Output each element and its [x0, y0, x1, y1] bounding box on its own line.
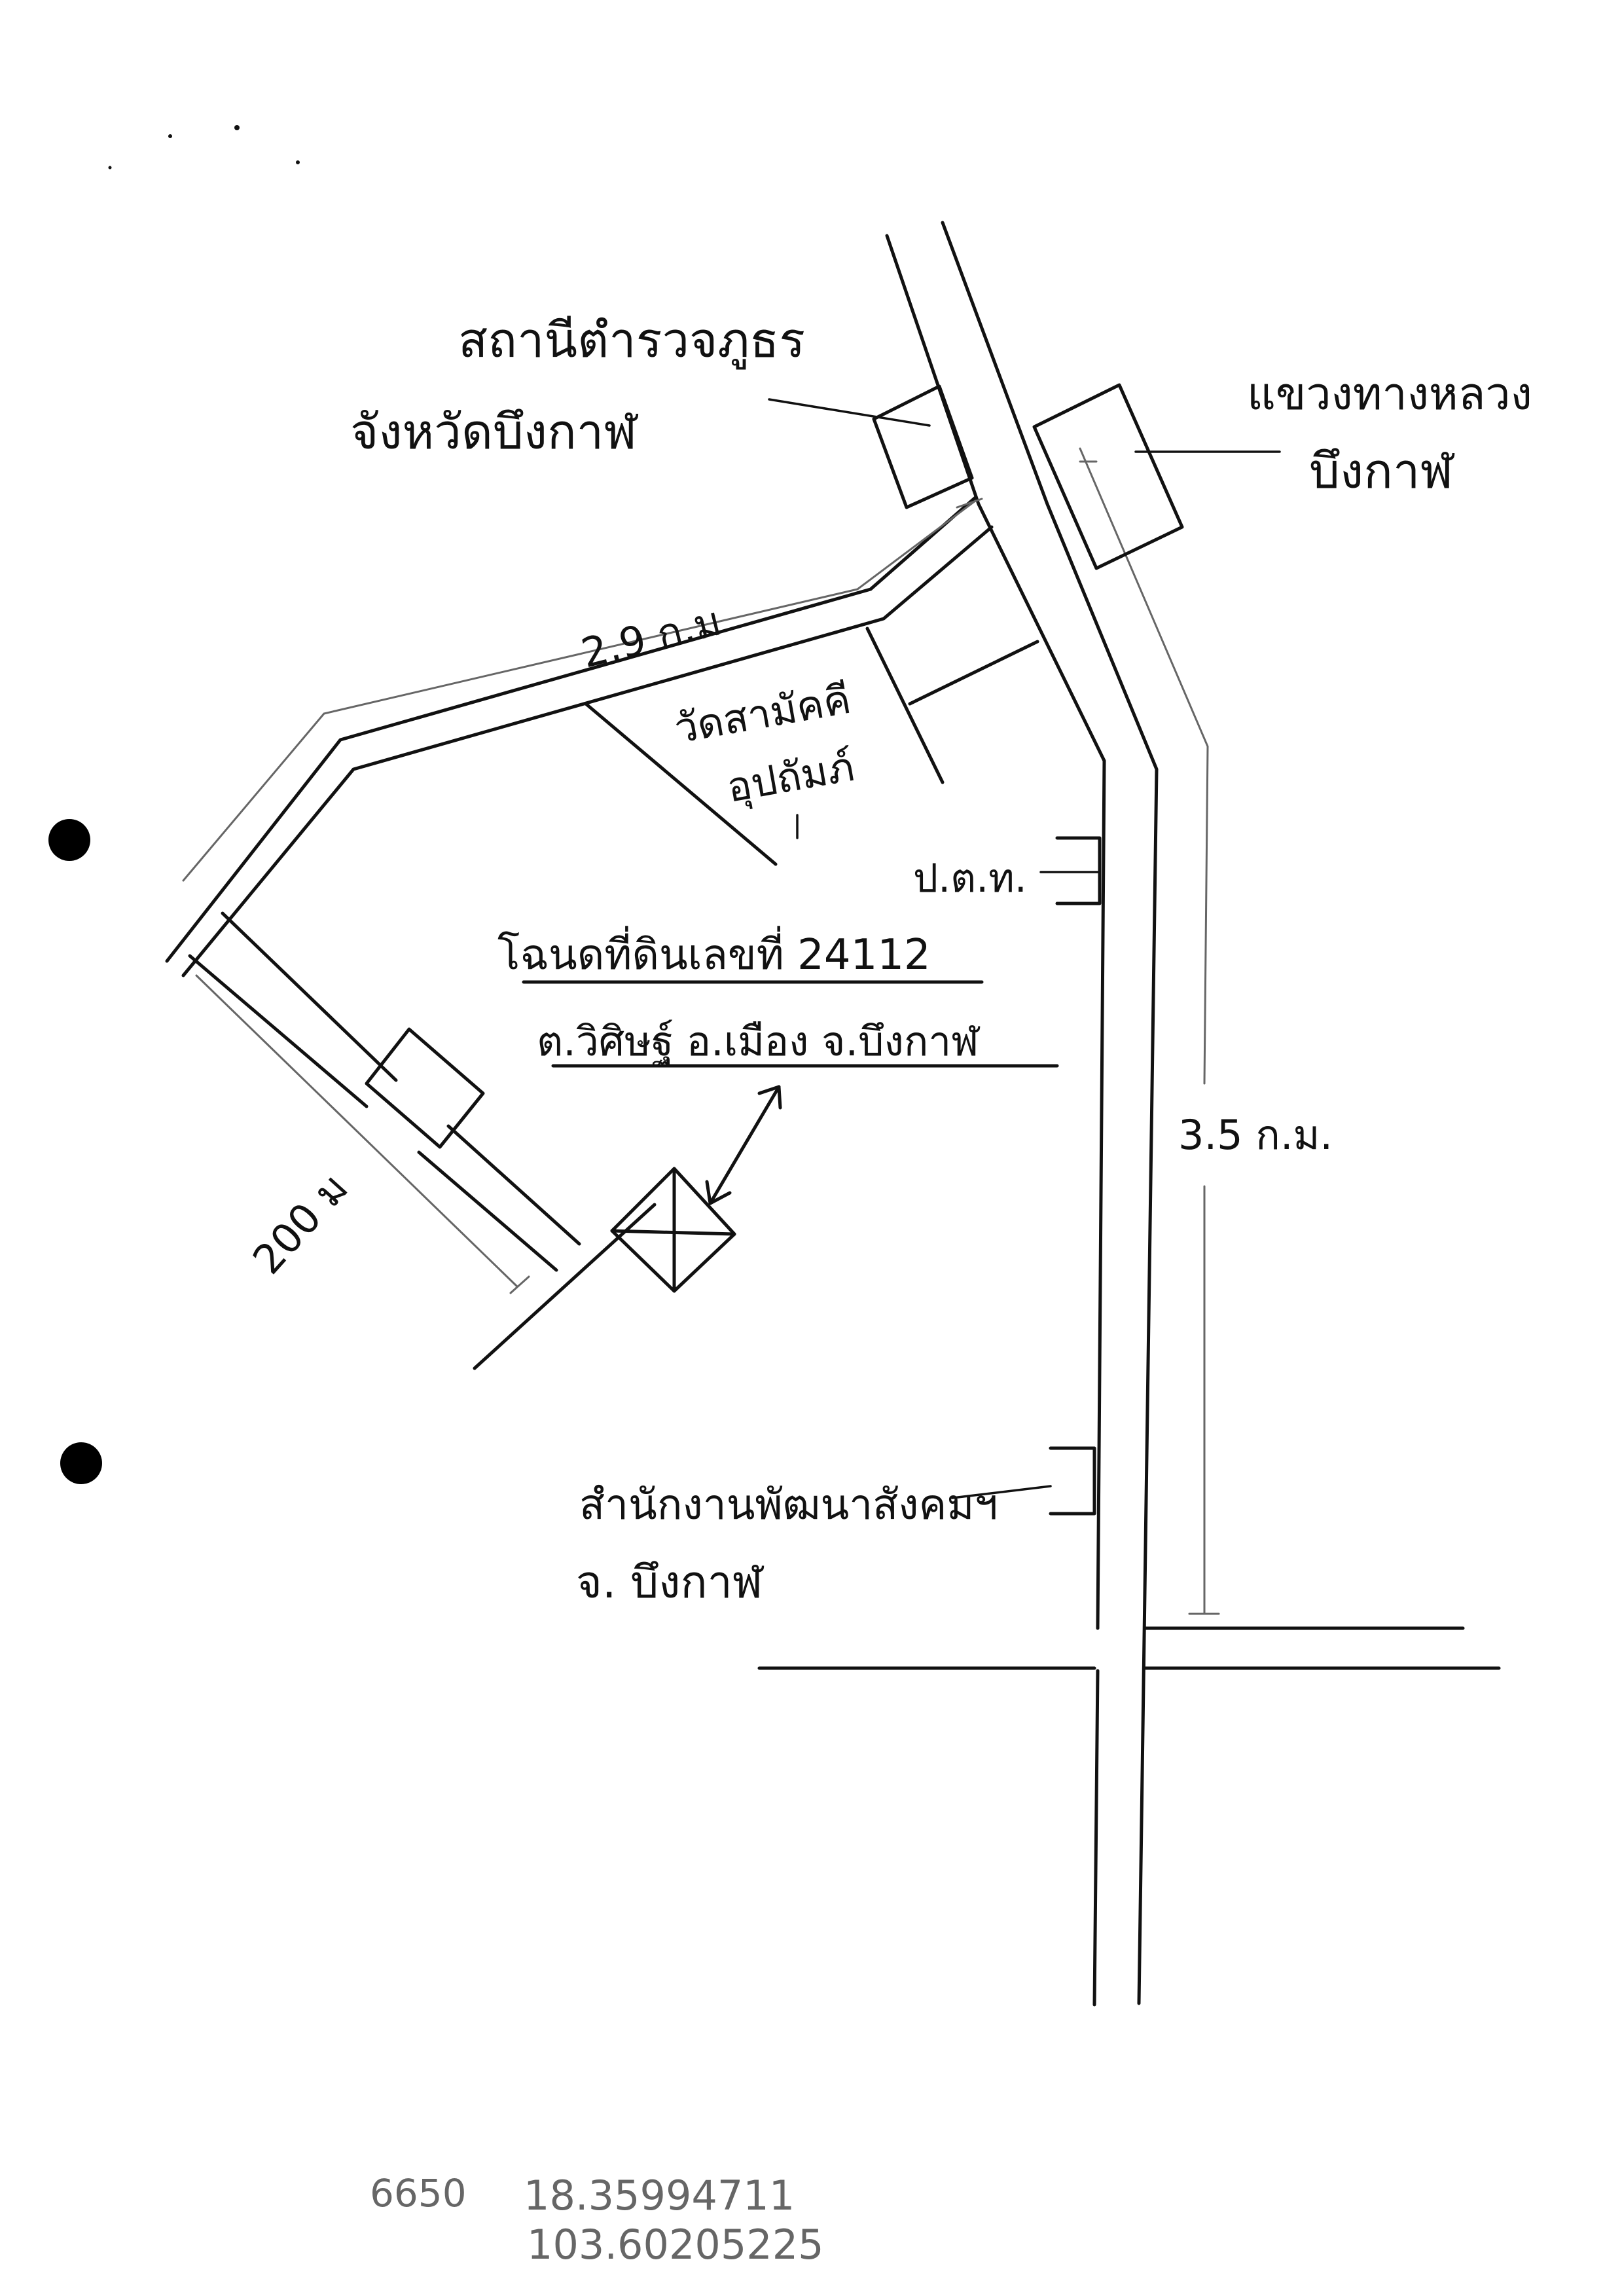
distance-line-south: [195, 974, 530, 1294]
temple-label-1: วัดสามัคคี: [671, 675, 854, 753]
distance-line-east: [1079, 447, 1220, 1615]
target-plot-marker: [610, 1167, 736, 1293]
coords-latitude: 18.35994711: [524, 2172, 795, 2219]
roadside-building: [365, 1027, 485, 1149]
land-title-label-2: ต.วิศิษฐ์ อ.เมือง จ.บึงกาฬ: [537, 1017, 981, 1066]
coords-longitude: 103.60205225: [527, 2221, 824, 2269]
binder-hole-top: [48, 819, 90, 861]
highway-office-label-2: บึงกาฬ: [1309, 443, 1454, 500]
land-title-label-1: โฉนดที่ดินเลขที่ 24112: [497, 926, 931, 979]
crossroad: [757, 1626, 1501, 1670]
leader-social: [951, 1485, 1052, 1499]
police-station-label-1: สถานีตำรวจภูธร: [458, 312, 805, 370]
police-station-label-2: จังหวัดบึงกาฬ: [350, 404, 638, 460]
distance-east-label: 3.5 ก.ม.: [1178, 1111, 1333, 1159]
binder-hole-bottom: [60, 1442, 102, 1484]
distance-line-west: [182, 498, 983, 882]
social-office-label-1: สำนักงานพัฒนาสังคมฯ: [579, 1481, 998, 1529]
distance-west-label: 2.9 ก.ม: [577, 596, 726, 677]
social-office-building: [1049, 1446, 1096, 1516]
pea-label: ป.ต.ท.: [913, 856, 1027, 902]
police-station-building: [872, 384, 974, 509]
highway-office-building: [1032, 383, 1184, 570]
distance-south-label: 200 ม: [243, 1164, 357, 1283]
direction-arrow: [705, 1085, 782, 1205]
coords-code: 6650: [370, 2171, 467, 2215]
social-office-label-2: จ. บึงกาฬ: [576, 1557, 765, 1609]
pea-building: [1055, 836, 1102, 905]
temple-label-2: อุปถัมภ์: [723, 742, 858, 812]
highway-office-label-1: แขวงทางหลวง: [1247, 369, 1532, 420]
main-road: [885, 221, 1159, 2007]
leader-police: [768, 398, 931, 427]
temple-roads: [584, 627, 1039, 866]
stray-marks: [108, 125, 300, 170]
west-branch-road: [165, 496, 994, 977]
